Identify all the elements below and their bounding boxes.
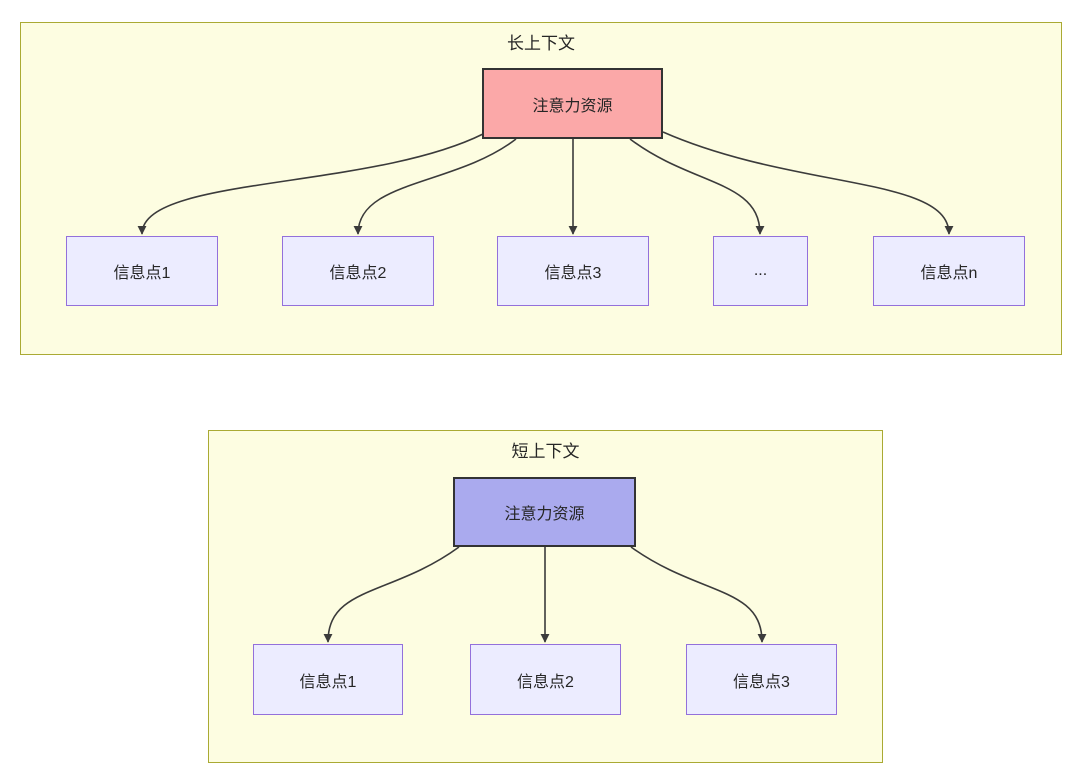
attention-node-short: 注意力资源 [453,477,636,547]
info-node-long-ellipsis: ... [713,236,808,306]
info-node-long-n: 信息点n [873,236,1025,306]
attention-node-long: 注意力资源 [482,68,663,139]
cluster-short-context-title: 短上下文 [511,442,580,461]
info-node-long-1: 信息点1 [66,236,218,306]
info-node-long-3: 信息点3 [497,236,649,306]
info-node-short-2: 信息点2 [470,644,621,715]
info-node-long-2: 信息点2 [282,236,434,306]
info-node-short-1: 信息点1 [253,644,403,715]
info-node-short-3: 信息点3 [686,644,837,715]
cluster-long-context-title: 长上下文 [507,34,575,53]
